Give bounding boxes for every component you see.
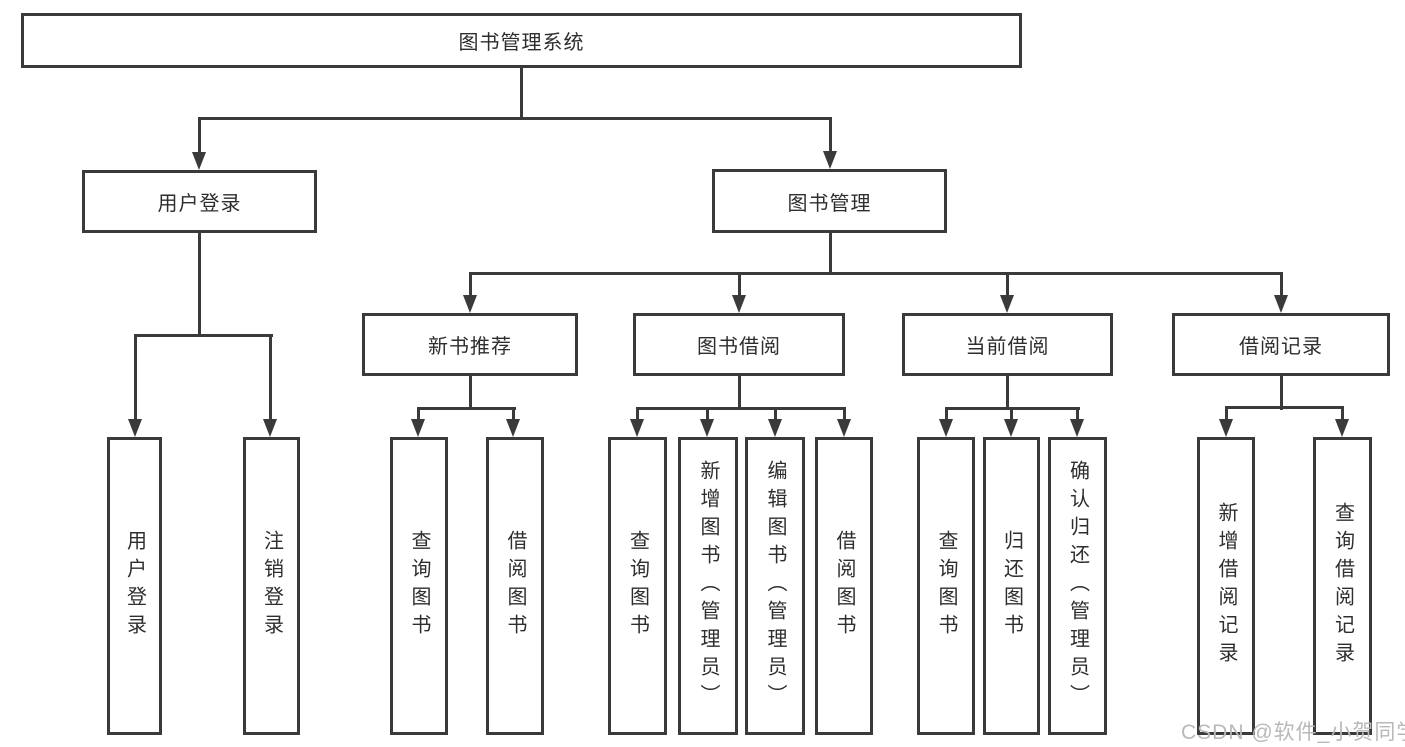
leaf-confirm-return-admin: 确认归还（管理员）: [1048, 437, 1107, 735]
connector-line: [774, 407, 777, 421]
arrowhead: [823, 151, 837, 169]
leaf-logout-label: 注销登录: [260, 530, 283, 642]
connector-line: [1006, 376, 1009, 410]
leaf-query-borrow-record-label: 查询借阅记录: [1331, 502, 1354, 670]
leaf-recommend-borrow-books-label: 借阅图书: [504, 530, 526, 642]
arrowhead: [1000, 295, 1014, 313]
connector-line: [945, 407, 948, 421]
connector-line: [1341, 406, 1344, 421]
leaf-borrow-query-books: 查询图书: [608, 437, 667, 735]
node-root: 图书管理系统: [21, 13, 1022, 68]
leaf-edit-books-admin: 编辑图书（管理员）: [745, 437, 805, 735]
node-book-management: 图书管理: [712, 169, 947, 233]
connector-line: [636, 407, 846, 410]
connector-line: [469, 272, 472, 297]
connector-line: [1280, 376, 1283, 410]
node-current-borrow: 当前借阅: [902, 313, 1113, 376]
connector-line: [417, 407, 516, 410]
leaf-borrow-books-label: 借阅图书: [833, 530, 855, 642]
connector-line: [198, 117, 201, 155]
connector-line: [829, 117, 832, 154]
connector-line: [269, 334, 272, 420]
arrowhead: [1070, 419, 1084, 437]
arrowhead: [1004, 419, 1018, 437]
arrowhead: [263, 419, 277, 437]
node-new-book-recommend: 新书推荐: [362, 313, 578, 376]
leaf-current-query-books-label: 查询图书: [935, 530, 957, 642]
arrowhead: [192, 152, 206, 170]
connector-line: [738, 272, 741, 297]
arrowhead: [463, 295, 477, 313]
connector-line: [198, 233, 201, 337]
connector-line: [134, 334, 273, 337]
node-borrow-records-label: 借阅记录: [1239, 336, 1323, 358]
connector-line: [843, 407, 846, 421]
node-user-login: 用户登录: [82, 170, 317, 233]
node-new-book-recommend-label: 新书推荐: [428, 336, 512, 358]
leaf-user-login-label: 用户登录: [123, 530, 146, 642]
leaf-add-books-admin-label: 新增图书（管理员）: [697, 460, 719, 712]
node-book-management-label: 图书管理: [787, 192, 872, 215]
leaf-add-books-admin: 新增图书（管理员）: [678, 437, 738, 735]
leaf-query-borrow-record: 查询借阅记录: [1313, 437, 1372, 735]
watermark: CSDN @软件_小贺同学: [1181, 721, 1405, 744]
arrowhead: [1274, 295, 1288, 313]
connector-line: [1280, 272, 1283, 297]
leaf-borrow-query-books-label: 查询图书: [626, 530, 649, 642]
leaf-edit-books-admin-label: 编辑图书（管理员）: [764, 460, 786, 712]
node-root-label: 图书管理系统: [458, 32, 585, 54]
node-borrow-records: 借阅记录: [1172, 313, 1390, 376]
arrowhead: [1219, 419, 1233, 437]
connector-line: [1010, 407, 1013, 421]
connector-line: [738, 376, 741, 410]
node-book-borrow: 图书借阅: [633, 313, 845, 376]
connector-line: [1225, 406, 1228, 421]
connector-line: [512, 407, 515, 421]
node-current-borrow-label: 当前借阅: [965, 336, 1050, 358]
connector-line: [1076, 407, 1079, 421]
connector-line: [469, 272, 1283, 275]
node-book-borrow-label: 图书借阅: [697, 336, 781, 358]
arrowhead: [128, 419, 142, 437]
arrowhead: [506, 419, 520, 437]
leaf-borrow-books: 借阅图书: [815, 437, 873, 735]
leaf-current-query-books: 查询图书: [917, 437, 975, 735]
connector-line: [829, 233, 832, 275]
leaf-recommend-query-books-label: 查询图书: [408, 530, 430, 642]
leaf-logout: 注销登录: [243, 437, 300, 735]
arrowhead: [411, 419, 425, 437]
node-user-login-label: 用户登录: [157, 193, 242, 215]
leaf-add-borrow-record-label: 新增借阅记录: [1215, 502, 1237, 670]
leaf-recommend-borrow-books: 借阅图书: [486, 437, 544, 735]
connector-line: [198, 117, 832, 120]
leaf-user-login: 用户登录: [107, 437, 162, 735]
leaf-add-borrow-record: 新增借阅记录: [1197, 437, 1255, 735]
arrowhead: [768, 419, 782, 437]
connector-line: [469, 376, 472, 410]
connector-line: [1225, 406, 1344, 409]
arrowhead: [939, 419, 953, 437]
leaf-recommend-query-books: 查询图书: [390, 437, 448, 735]
connector-line: [706, 407, 709, 421]
connector-line: [134, 334, 137, 420]
leaf-confirm-return-admin-label: 确认归还（管理员）: [1066, 460, 1089, 712]
arrowhead: [630, 419, 644, 437]
arrowhead: [837, 419, 851, 437]
connector-line: [636, 407, 639, 421]
leaf-return-books: 归还图书: [983, 437, 1040, 735]
arrowhead: [700, 419, 714, 437]
connector-line: [1006, 272, 1009, 297]
arrowhead: [732, 295, 746, 313]
arrowhead: [1335, 419, 1349, 437]
leaf-return-books-label: 归还图书: [1000, 530, 1023, 642]
connector-line: [417, 407, 420, 421]
connector-line: [520, 66, 523, 118]
